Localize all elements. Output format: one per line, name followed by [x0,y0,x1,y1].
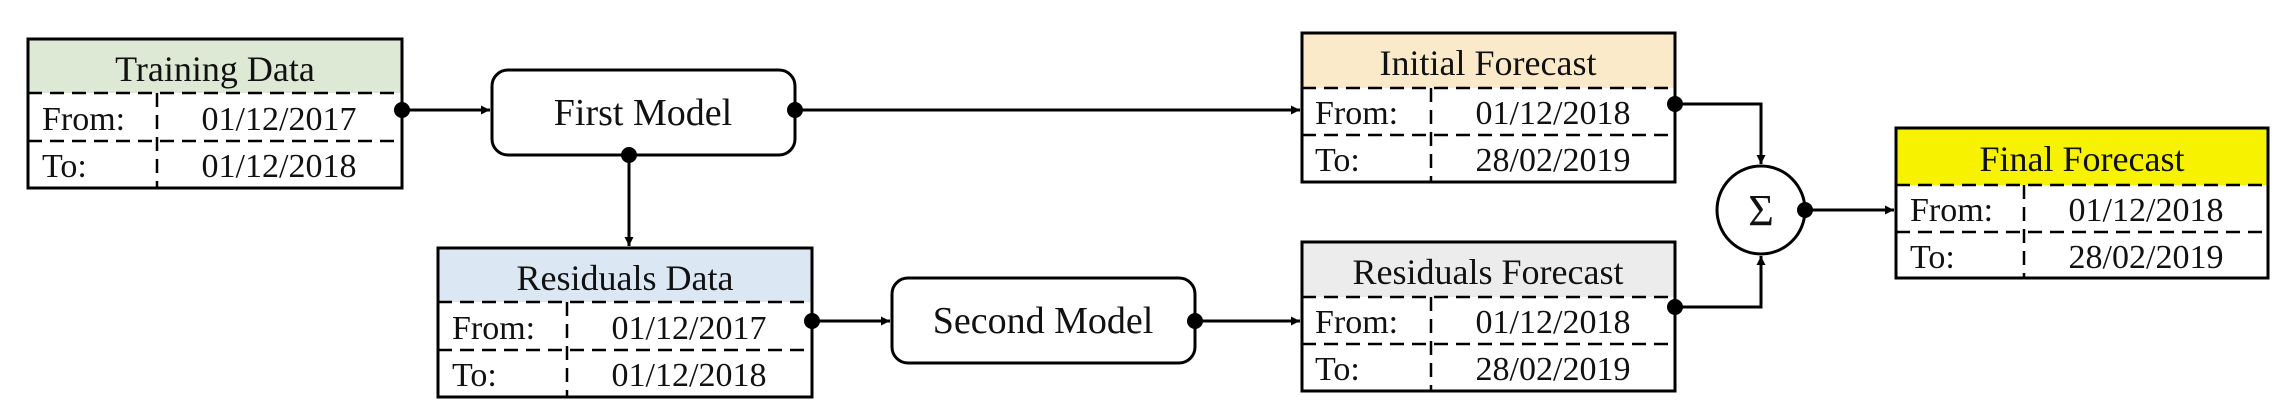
dot-initial-forecast-out [1667,96,1683,112]
final-forecast-to-value: 28/02/2019 [2069,239,2224,276]
training-data-to-value: 01/12/2018 [202,148,357,185]
residuals-forecast-from-value: 01/12/2018 [1476,304,1631,341]
dot-sum-out [1797,202,1813,218]
arrow-initial-forecast-to-sum [1675,102,1766,164]
final-forecast-to-label: To: [1910,239,1955,276]
connectors [402,102,1894,326]
residuals-data-header-fill [438,248,812,302]
arrow-residuals-forecast-to-sum [1675,256,1766,309]
training-data-title: Training Data [115,49,315,89]
sum-node: Σ [1715,164,1807,256]
training-data-from-value: 01/12/2017 [202,101,357,138]
residuals-data-from-label: From: [452,310,535,347]
first-model-label: First Model [554,92,732,134]
residuals-data-table: Residuals Data From: 01/12/2017 To: 01/1… [436,246,814,399]
sum-symbol: Σ [1748,186,1774,235]
final-forecast-table: Final Forecast From: 01/12/2018 To: 28/0… [1894,126,2270,280]
initial-forecast-title: Initial Forecast [1380,43,1597,83]
residuals-forecast-to-label: To: [1315,351,1360,388]
dot-training-out [394,102,410,118]
final-forecast-header-fill [1896,128,2268,185]
residuals-forecast-from-label: From: [1315,304,1398,341]
residuals-data-to-label: To: [452,357,497,394]
initial-forecast-to-value: 28/02/2019 [1476,142,1631,179]
connector-dots [394,96,1813,329]
final-forecast-from-label: From: [1910,192,1993,229]
second-model-box: Second Model [890,276,1197,365]
initial-forecast-from-label: From: [1315,95,1398,132]
initial-forecast-header-fill [1302,33,1675,88]
final-forecast-from-value: 01/12/2018 [2069,192,2224,229]
training-data-table: Training Data From: 01/12/2017 To: 01/12… [26,37,404,190]
final-forecast-title: Final Forecast [1980,139,2185,179]
dot-second-model-out [1187,313,1203,329]
dot-first-model-out [787,102,803,118]
initial-forecast-from-value: 01/12/2018 [1476,95,1631,132]
residuals-forecast-title: Residuals Forecast [1353,252,1624,292]
initial-forecast-table: Initial Forecast From: 01/12/2018 To: 28… [1300,31,1677,184]
training-data-to-label: To: [42,148,87,185]
dot-residuals-data-out [804,313,820,329]
training-data-from-label: From: [42,101,125,138]
first-model-box: First Model [490,68,797,157]
residuals-data-title: Residuals Data [517,258,734,298]
residuals-forecast-header-fill [1302,242,1675,297]
second-model-label: Second Model [933,300,1154,342]
training-data-header-fill [28,39,402,93]
dot-residuals-forecast-out [1667,299,1683,315]
residuals-data-from-value: 01/12/2017 [612,310,767,347]
residuals-data-to-value: 01/12/2018 [612,357,767,394]
residuals-forecast-to-value: 28/02/2019 [1476,351,1631,388]
dot-first-model-bottom [621,147,637,163]
residuals-forecast-table: Residuals Forecast From: 01/12/2018 To: … [1300,240,1677,393]
initial-forecast-to-label: To: [1315,142,1360,179]
